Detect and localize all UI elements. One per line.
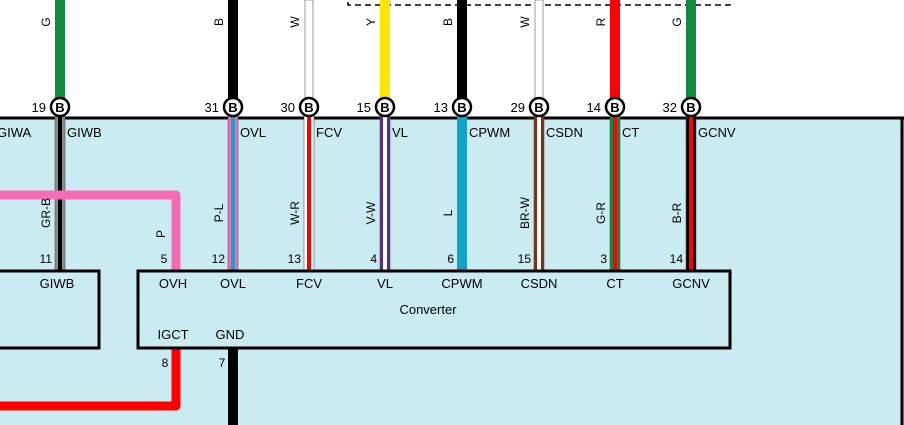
lower-wire-signal-3: FCV xyxy=(316,125,342,140)
top-pin-8: 32 xyxy=(663,100,677,115)
pink-wire-pin: 5 xyxy=(161,252,168,266)
top-pin-3: 30 xyxy=(281,100,295,115)
lower-wire-code-3: W-R xyxy=(288,201,302,225)
connector-marker-5: B xyxy=(451,96,473,118)
lower-wire-7 xyxy=(609,115,621,272)
svg-text:B: B xyxy=(304,100,313,115)
lower-wire-signal-5: CPWM xyxy=(469,125,510,140)
lower-wire-2 xyxy=(227,115,239,272)
converter-signal-7: CT xyxy=(606,276,623,291)
connector-marker-7: B xyxy=(604,96,626,118)
top-wire-2 xyxy=(228,0,238,98)
svg-text:B: B xyxy=(457,100,466,115)
lower-wire-code-8: B-R xyxy=(670,202,684,223)
top-wire-6 xyxy=(534,0,544,99)
lower-wire-4 xyxy=(379,115,391,272)
converter-signal-8: GCNV xyxy=(672,276,710,291)
connector-marker-4: B xyxy=(374,96,396,118)
lower-wire-pin-3: 13 xyxy=(288,252,302,266)
top-pin-4: 15 xyxy=(357,100,371,115)
pink-wire-ovh xyxy=(0,190,181,271)
svg-text:B: B xyxy=(228,100,237,115)
lower-wire-pin-7: 3 xyxy=(600,252,607,266)
top-wire-code-4: Y xyxy=(364,18,378,26)
lower-wire-6 xyxy=(533,115,545,272)
converter-signal-ovh: OVH xyxy=(159,276,187,291)
top-pin-1: 19 xyxy=(32,100,46,115)
svg-text:B: B xyxy=(55,100,64,115)
top-wire-code-1: G xyxy=(39,17,53,26)
lower-wire-signal-2: OVL xyxy=(240,125,266,140)
lower-wire-pin-4: 4 xyxy=(370,252,377,266)
top-wire-4 xyxy=(380,0,390,98)
top-wire-3 xyxy=(304,0,314,99)
converter-name: Converter xyxy=(399,302,457,317)
connector-marker-8: B xyxy=(680,96,702,118)
lower-wire-pin-1: 11 xyxy=(40,252,53,266)
top-wire-5 xyxy=(457,0,467,98)
pink-wire-code: P xyxy=(154,230,168,238)
lower-wire-3 xyxy=(303,115,315,272)
svg-text:B: B xyxy=(380,100,389,115)
left-box-signal-giwb: GIWB xyxy=(40,276,75,291)
top-wire-code-7: R xyxy=(594,17,608,26)
lower-wire-signal-1: GIWB xyxy=(67,125,102,140)
lower-wire-pin-2: 12 xyxy=(212,252,226,266)
top-wire-code-8: G xyxy=(670,17,684,26)
converter-box xyxy=(136,269,732,350)
svg-text:B: B xyxy=(686,100,695,115)
left-component-box xyxy=(0,269,101,350)
top-pin-7: 14 xyxy=(587,100,601,115)
converter-signal-igct: IGCT xyxy=(157,327,188,342)
top-wire-1 xyxy=(55,0,65,98)
connector-marker-6: B xyxy=(528,96,550,118)
converter-signal-6: CSDN xyxy=(521,276,558,291)
connector-marker-1: B xyxy=(49,96,71,118)
connector-marker-2: B xyxy=(222,96,244,118)
lower-wire-pin-8: 14 xyxy=(670,252,684,266)
svg-text:B: B xyxy=(610,100,619,115)
lower-wire-signal-8: GCNV xyxy=(698,125,736,140)
svg-text:B: B xyxy=(534,100,543,115)
top-wire-code-5: B xyxy=(441,18,455,26)
red-wire-igct xyxy=(0,348,181,411)
converter-signal-gnd: GND xyxy=(216,327,245,342)
converter-signal-4: VL xyxy=(377,276,393,291)
lower-wire-code-6: BR-W xyxy=(518,196,532,229)
top-wire-code-3: W xyxy=(288,16,302,28)
igct-pin: 8 xyxy=(162,356,169,370)
black-wire-gnd xyxy=(228,348,238,425)
converter-signal-5: CPWM xyxy=(441,276,482,291)
lower-wire-code-4: V-W xyxy=(364,201,378,224)
gnd-pin: 7 xyxy=(219,356,226,370)
lower-wire-8 xyxy=(685,115,697,272)
lower-wire-code-7: G-R xyxy=(594,202,608,224)
converter-signal-2: OVL xyxy=(220,276,246,291)
connector-marker-3: B xyxy=(298,96,320,118)
top-wire-code-6: W xyxy=(518,16,532,28)
converter-signal-3: FCV xyxy=(296,276,322,291)
lower-wire-code-2: P-L xyxy=(212,203,226,222)
top-wire-code-2: B xyxy=(212,18,226,26)
lower-wire-pin-5: 6 xyxy=(447,252,454,266)
wires-layer xyxy=(0,0,697,425)
top-wire-7 xyxy=(610,0,620,98)
left-cut-signal: GIWA xyxy=(0,125,32,140)
lower-wire-5 xyxy=(457,116,467,271)
top-pin-6: 29 xyxy=(511,100,525,115)
lower-wire-pin-6: 15 xyxy=(518,252,532,266)
top-wire-8 xyxy=(686,0,696,98)
lower-wire-code-5: L xyxy=(441,209,455,216)
top-pin-2: 31 xyxy=(205,100,219,115)
lower-wire-signal-4: VL xyxy=(392,125,408,140)
lower-wire-signal-6: CSDN xyxy=(546,125,583,140)
lower-wire-signal-7: CT xyxy=(622,125,639,140)
lower-wire-code-1: GR-B xyxy=(39,198,53,228)
top-pin-5: 13 xyxy=(434,100,448,115)
